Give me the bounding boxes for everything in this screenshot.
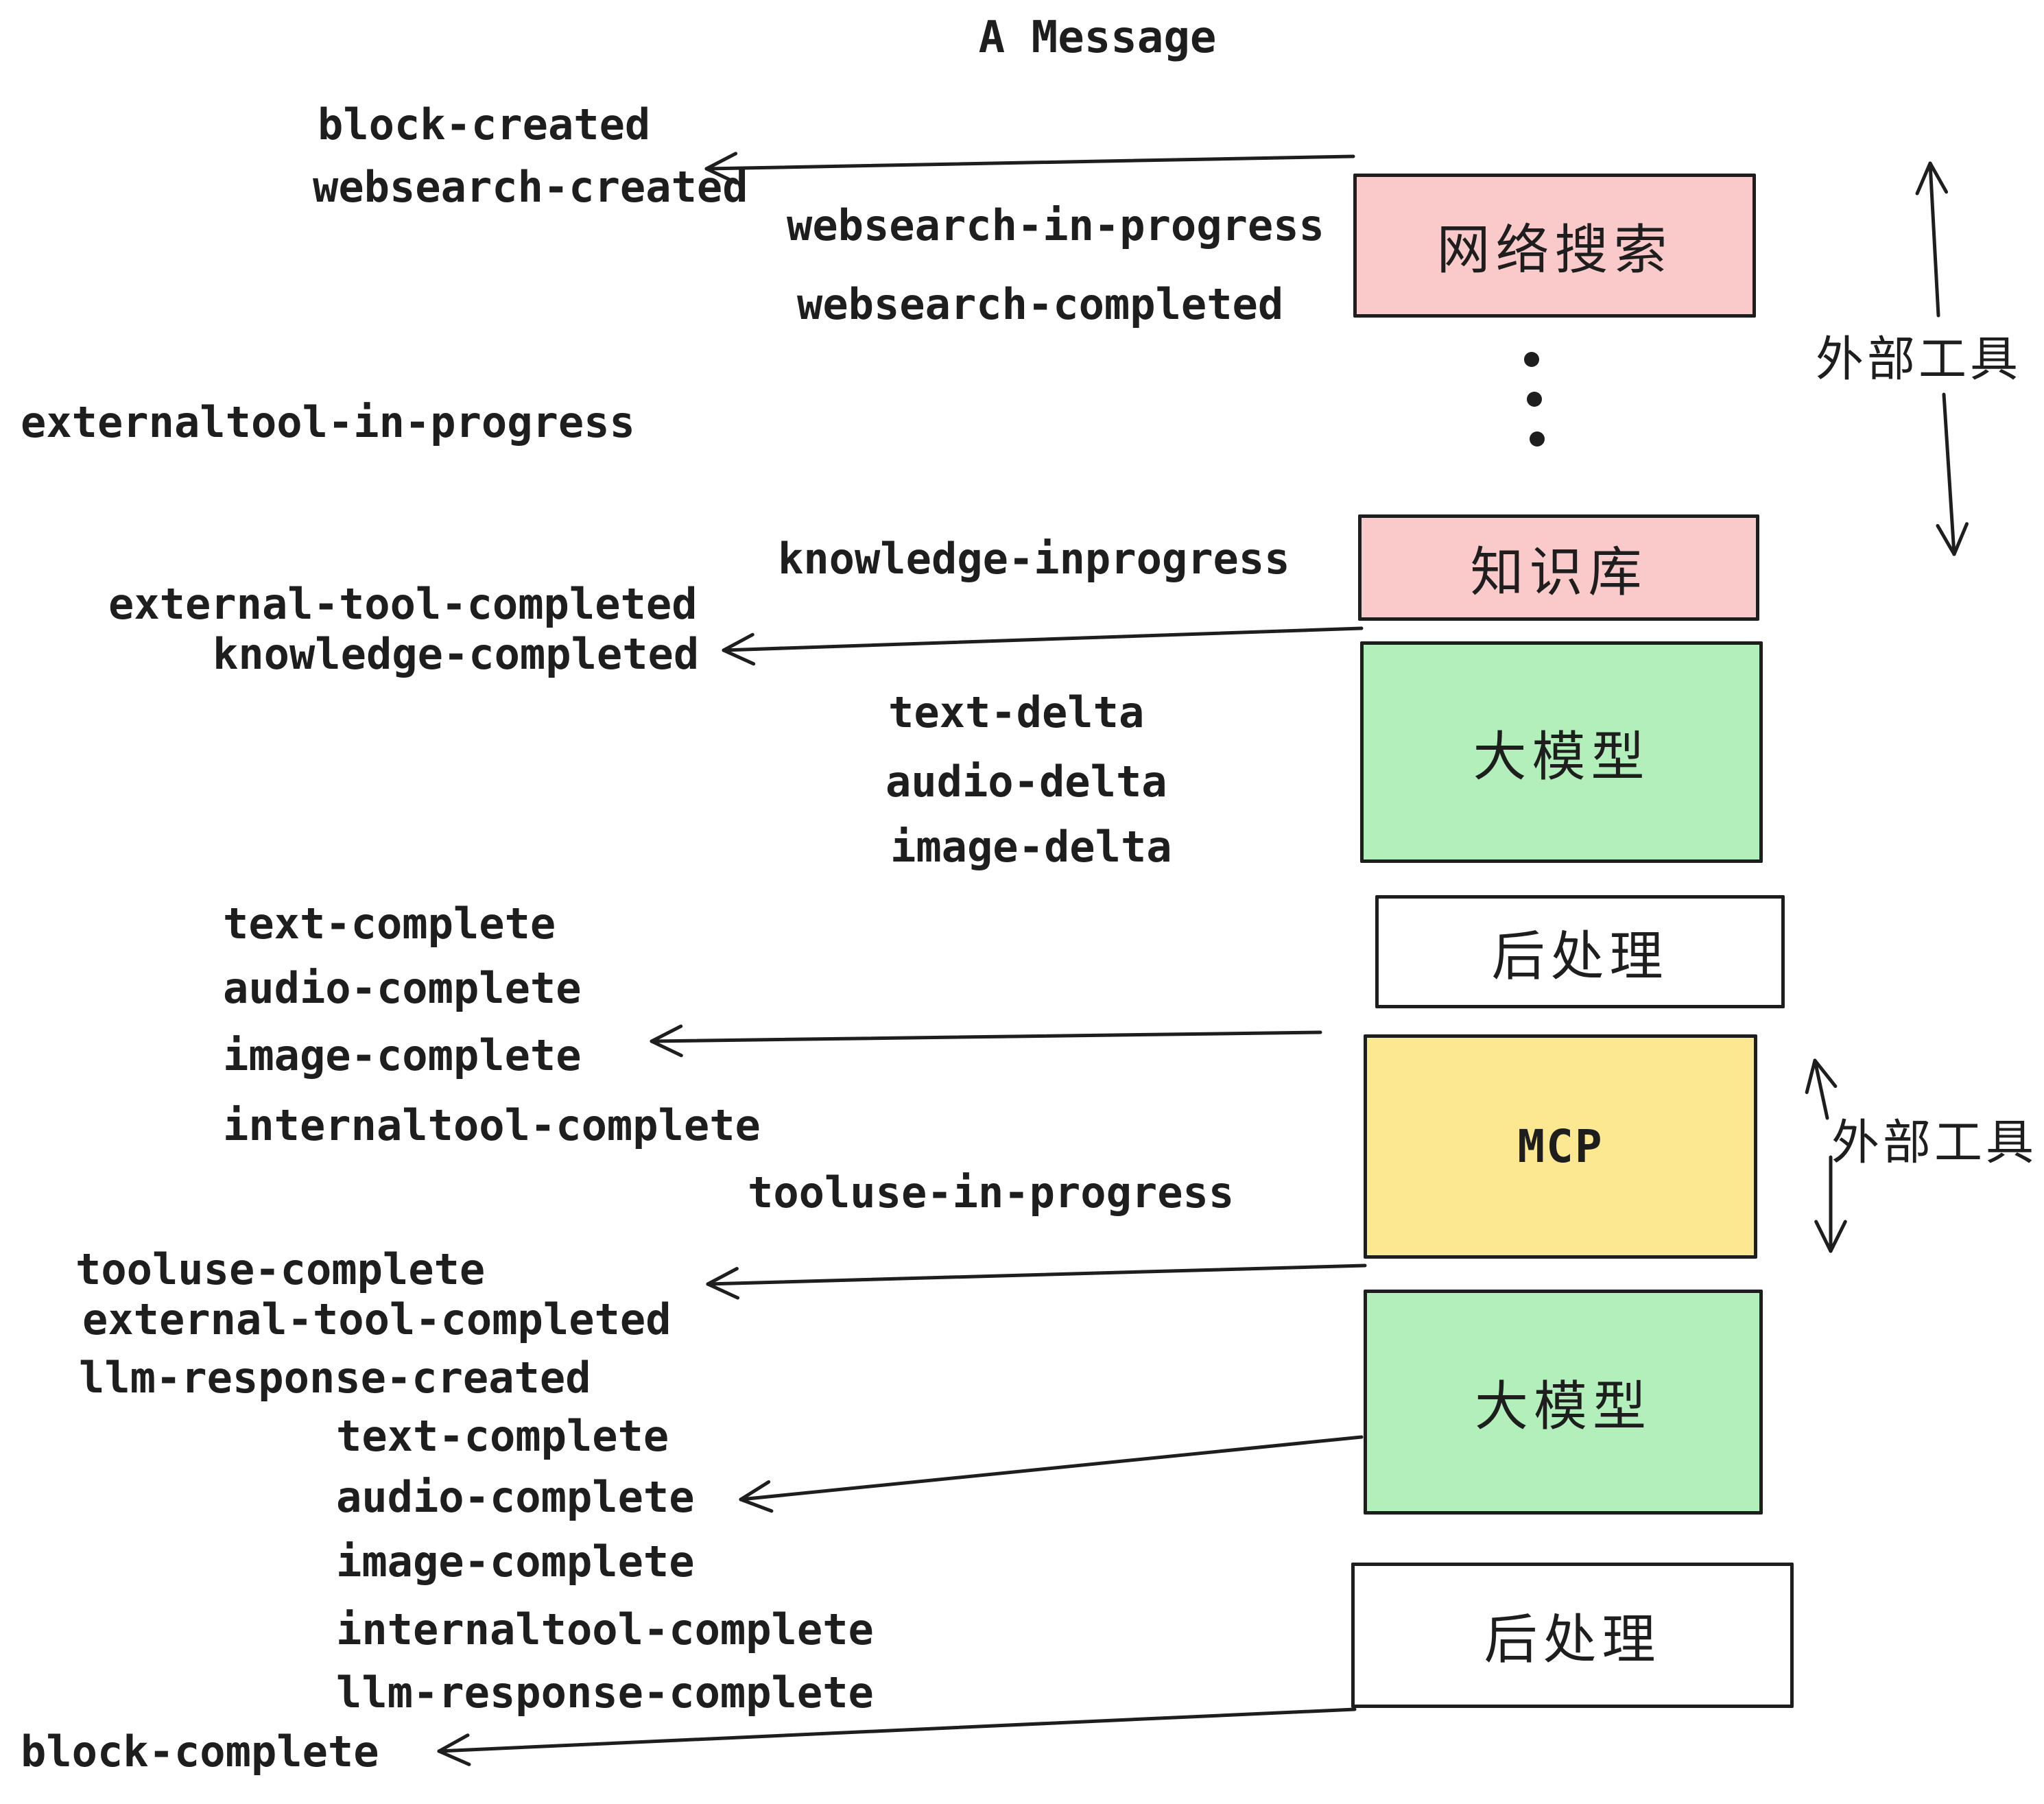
external-tools-down-arrow-2-head [1814,1220,1833,1253]
box-label-llm-1: 大模型 [1473,726,1650,787]
event-label-websearch-created: websearch-created [313,162,748,213]
external-tools-up-arrow-1-head [1915,161,1932,195]
event-label-block-created: block-created [318,99,651,150]
event-label-audio-delta: audio-delta [886,757,1167,807]
box-label-llm-2: 大模型 [1474,1376,1652,1436]
box-label-postprocess-2: 后处理 [1484,1609,1661,1670]
arrow-to-audio-complete-head [739,1497,774,1513]
external-tools-down-arrow-1 [1942,392,1956,556]
box-label-mcp: MCP [1517,1120,1604,1173]
event-label-internaltool-complete: internaltool-complete [336,1604,874,1655]
box-postprocess-2: 后处理 [1351,1563,1794,1708]
event-label-knowledge-inprogress: knowledge-inprogress [778,534,1290,584]
event-label-text-complete: text-complete [223,899,556,949]
side-annotation-external-tools-2: 外部工具 [1831,1115,2037,1170]
external-tools-down-arrow-2-head [1829,1220,1847,1253]
external-tools-up-arrow-2-head [1805,1058,1817,1095]
external-tools-up-arrow-1-head [1928,161,1949,194]
box-label-postprocess-1: 后处理 [1491,925,1669,986]
box-postprocess-1: 后处理 [1375,895,1785,1008]
arrow-to-knowledge-completed-head [722,648,756,666]
arrow-to-block-complete-head [437,1733,470,1753]
event-label-llm-response-complete: llm-response-complete [336,1667,874,1718]
external-tools-down-arrow-1-head [1952,522,1969,556]
event-label-text-delta: text-delta [888,687,1145,738]
arrow-to-audio-complete [739,1435,1364,1502]
event-label-audio-complete: audio-complete [336,1472,695,1523]
arrow-to-knowledge-completed-head [722,632,754,652]
event-label-external-tool-completed: external-tool-completed [108,579,698,630]
external-tools-down-arrow-1-head [1936,523,1956,556]
event-label-websearch-completed: websearch-completed [797,279,1284,330]
event-label-tooluse-in-progress: tooluse-in-progress [748,1167,1235,1218]
event-label-internaltool-complete: internaltool-complete [223,1100,761,1151]
external-tools-up-arrow-1 [1928,161,1940,318]
external-tools-up-arrow-2-head [1813,1058,1838,1089]
box-llm-1: 大模型 [1360,641,1763,863]
event-label-websearch-in-progress: websearch-in-progress [787,200,1324,251]
event-label-block-complete: block-complete [21,1726,379,1777]
event-label-audio-complete: audio-complete [223,963,582,1014]
event-label-image-delta: image-delta [890,822,1172,873]
event-label-image-complete: image-complete [336,1536,695,1587]
page-title: A Message [978,12,1217,63]
arrow-to-audio-complete-head [739,1480,771,1502]
box-label-knowledge-base: 知识库 [1470,541,1648,602]
arrow-to-block-created [704,154,1355,171]
event-label-externaltool-in-progress: externaltool-in-progress [21,397,635,448]
box-knowledge-base: 知识库 [1358,514,1759,621]
event-label-text-complete: text-complete [336,1411,669,1462]
ellipsis-dot-3 [1530,431,1545,447]
event-label-knowledge-completed: knowledge-completed [213,629,700,680]
side-annotation-external-tools-1: 外部工具 [1816,332,2021,386]
box-websearch: 网络搜索 [1353,174,1756,318]
event-label-llm-response-created: llm-response-created [79,1353,591,1403]
arrow-to-image-complete-head [650,1024,683,1043]
arrow-to-tooluse-complete-head [706,1282,740,1300]
arrow-to-image-complete-head [650,1039,683,1058]
ellipsis-dot-2 [1527,392,1542,407]
arrow-to-knowledge-completed [722,626,1364,652]
ellipsis-dot-1 [1524,352,1539,367]
event-label-external-tool-completed: external-tool-completed [82,1294,672,1345]
box-mcp: MCP [1364,1034,1757,1259]
external-tools-up-arrow-2 [1813,1058,1829,1120]
arrow-to-tooluse-complete [706,1263,1367,1286]
arrow-to-tooluse-complete-head [706,1266,739,1286]
box-llm-2: 大模型 [1364,1290,1763,1515]
arrow-to-image-complete [650,1030,1322,1043]
arrow-to-block-complete-head [437,1749,471,1766]
event-label-image-complete: image-complete [223,1030,582,1081]
event-label-tooluse-complete: tooluse-complete [75,1244,486,1295]
box-label-websearch: 网络搜索 [1436,219,1673,280]
